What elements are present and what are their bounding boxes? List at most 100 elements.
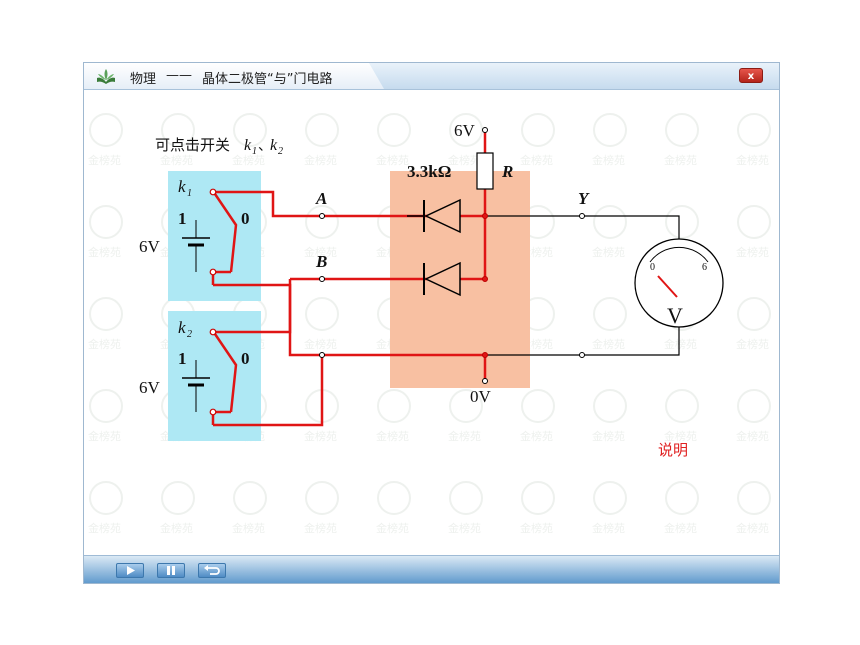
watermark-text: 金榜苑 (304, 429, 337, 443)
watermark-emblem-icon (305, 297, 339, 331)
close-button[interactable]: x (739, 68, 763, 83)
watermark-text: 金榜苑 (88, 153, 121, 167)
watermark-emblem-icon (593, 481, 627, 515)
watermark-text: 金榜苑 (520, 521, 553, 535)
watermark-emblem-icon (737, 481, 771, 515)
watermark-emblem-icon (665, 113, 699, 147)
switch-k1-terminal[interactable] (209, 268, 217, 276)
battery-2-icon (182, 360, 210, 412)
switch-k2-terminal[interactable] (209, 408, 217, 416)
junction-dot (482, 352, 488, 358)
watermark-text: 金榜苑 (592, 521, 625, 535)
watermark-emblem-icon (665, 389, 699, 423)
switch-k2-label: k (178, 318, 186, 337)
watermark-text: 金榜苑 (736, 337, 769, 351)
battery-1-voltage: 6V (139, 237, 161, 256)
watermark-text: 金榜苑 (88, 429, 121, 443)
title-separator: —— (166, 68, 192, 83)
battery-1-icon (182, 220, 210, 272)
watermark-text: 金榜苑 (160, 153, 193, 167)
diode-2-icon (423, 261, 461, 297)
watermark-text: 金榜苑 (304, 337, 337, 351)
replay-button[interactable] (198, 563, 226, 578)
watermark-emblem-icon (233, 481, 267, 515)
watermark-emblem-icon (593, 113, 627, 147)
watermark-emblem-icon (593, 205, 627, 239)
watermark-emblem-icon (377, 113, 411, 147)
instruction-k2: k (270, 137, 278, 154)
node-b-terminal (319, 276, 325, 282)
voltmeter-label: V (667, 303, 683, 328)
instruction-separator: 、 (258, 139, 272, 154)
junction-dot (482, 276, 488, 282)
watermark-text: 金榜苑 (448, 153, 481, 167)
watermark-text: 金榜苑 (664, 153, 697, 167)
watermark-emblem-icon (89, 205, 123, 239)
watermark-text: 金榜苑 (88, 245, 121, 259)
watermark-text: 金榜苑 (304, 245, 337, 259)
watermark-text: 金榜苑 (304, 521, 337, 535)
watermark-emblem-icon (449, 389, 483, 423)
watermark-emblem-icon (449, 481, 483, 515)
title-bar: 物理 —— 晶体二极管“与”门电路 x (84, 63, 779, 90)
ground-label: 0V (470, 387, 492, 406)
watermark-emblem-icon (89, 297, 123, 331)
watermark-text: 金榜苑 (592, 337, 625, 351)
explain-link[interactable]: 说明 (658, 441, 688, 459)
watermark-text: 金榜苑 (232, 521, 265, 535)
watermark-emblem-icon (737, 389, 771, 423)
battery-2-voltage: 6V (139, 378, 161, 397)
pause-button[interactable] (157, 563, 185, 578)
node-y-terminal (579, 213, 585, 219)
watermark-emblem-icon (161, 113, 195, 147)
instruction-k2-sub: 2 (278, 146, 283, 157)
switch-k1-label: k (178, 177, 186, 196)
watermark-emblem-icon (593, 297, 627, 331)
watermark-emblem-icon (89, 481, 123, 515)
switch-k2-pos-1: 1 (178, 349, 187, 368)
ground-terminal-icon (482, 378, 488, 384)
watermark-text: 金榜苑 (520, 153, 553, 167)
watermark-text: 金榜苑 (376, 153, 409, 167)
watermark-text: 金榜苑 (520, 429, 553, 443)
svg-text:6: 6 (702, 262, 707, 273)
active-wires (213, 132, 487, 427)
voltmeter: 0 6 V (634, 238, 724, 328)
watermark-text: 金榜苑 (592, 153, 625, 167)
watermark-text: 金榜苑 (88, 337, 121, 351)
watermark-emblem-icon (233, 113, 267, 147)
voltmeter-needle-icon (657, 275, 678, 298)
content-area: 金榜苑金榜苑金榜苑金榜苑金榜苑金榜苑金榜苑金榜苑金榜苑金榜苑金榜苑金榜苑金榜苑金… (84, 90, 779, 555)
watermark-emblem-icon (521, 481, 555, 515)
watermark-text: 金榜苑 (736, 521, 769, 535)
supply-terminal-icon (482, 127, 488, 133)
switch-k2-sub: 2 (187, 329, 192, 340)
watermark-text: 金榜苑 (448, 521, 481, 535)
book-logo-icon (97, 69, 115, 84)
switch-k1-sub: 1 (187, 188, 192, 199)
node-a-label: A (315, 189, 327, 208)
watermark-text: 金榜苑 (376, 429, 409, 443)
play-icon (127, 566, 135, 575)
watermark-emblem-icon (89, 113, 123, 147)
play-button[interactable] (116, 563, 144, 578)
watermark-emblem-icon (305, 113, 339, 147)
watermark-text: 金榜苑 (448, 429, 481, 443)
watermark-emblem-icon (521, 389, 555, 423)
watermark-emblem-icon (377, 481, 411, 515)
window-title: 晶体二极管“与”门电路 (202, 72, 333, 87)
watermark-emblem-icon (593, 389, 627, 423)
watermark-emblem-icon (665, 481, 699, 515)
instruction-k1: k (244, 137, 252, 154)
switch-k2-terminal[interactable] (209, 328, 217, 336)
circuit-canvas: 金榜苑金榜苑金榜苑金榜苑金榜苑金榜苑金榜苑金榜苑金榜苑金榜苑金榜苑金榜苑金榜苑金… (88, 113, 771, 535)
resistor-value: 3.3kΩ (407, 162, 451, 181)
subject-label: 物理 (130, 72, 157, 87)
switch-k2-pos-0: 0 (241, 349, 250, 368)
switch-k1-terminal[interactable] (209, 188, 217, 196)
junction-dot (482, 213, 488, 219)
watermark-text: 金榜苑 (664, 429, 697, 443)
watermark-text: 金榜苑 (736, 245, 769, 259)
watermark-text: 金榜苑 (160, 521, 193, 535)
switch-k1-pos-1: 1 (178, 209, 187, 228)
